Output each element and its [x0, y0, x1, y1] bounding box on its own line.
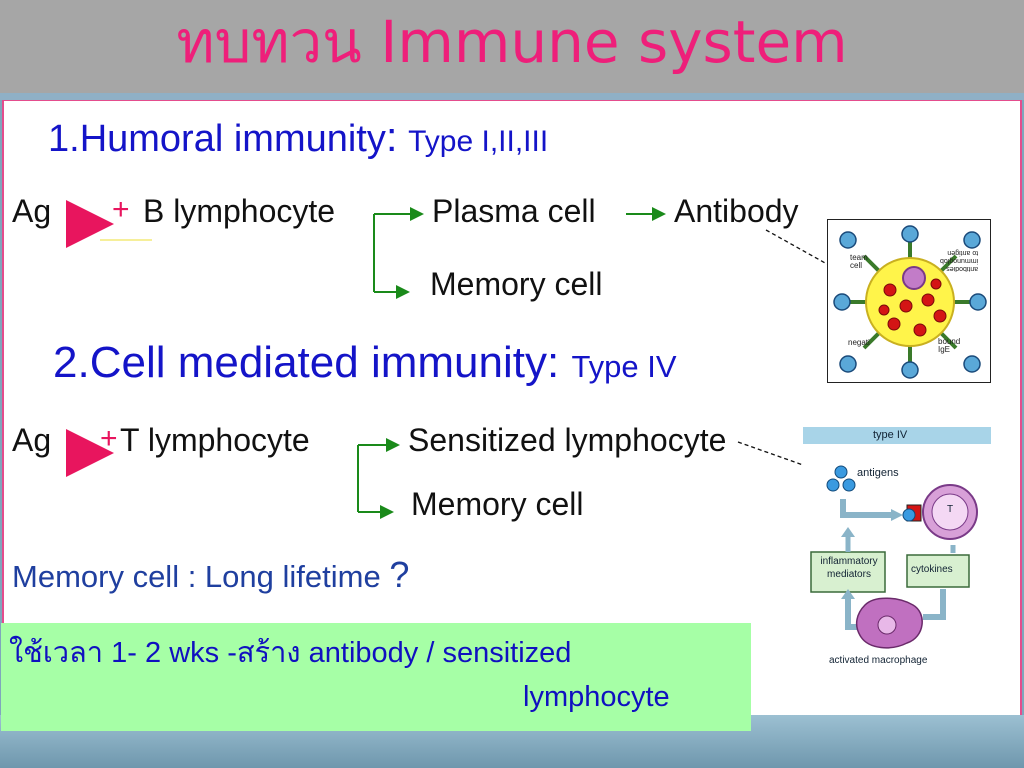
humoral-ag: Ag	[12, 193, 52, 229]
type-iv-title: type IV	[873, 429, 908, 441]
b-lymphocyte-label: B lymphocyte	[143, 193, 336, 229]
humoral-memory-cell: Memory cell	[430, 266, 603, 302]
cm-memory-cell: Memory cell	[411, 486, 584, 522]
slide-title: ทบทวน Immune system	[176, 8, 848, 76]
t-lymphocyte-label: T lymphocyte	[120, 422, 310, 458]
cm-ag: Ag	[12, 422, 52, 458]
type-iv-diagram	[810, 465, 978, 649]
note-line-1: ใช้เวลา 1- 2 wks -สร้าง antibody / sensi…	[9, 635, 572, 669]
fig1-label-bl: negati	[848, 338, 870, 347]
sensitized-lymphocyte-label: Sensitized lymphocyte	[408, 422, 727, 458]
cell-mediated-heading: 2.Cell mediated immunity: Type IV	[53, 338, 677, 387]
note-box: ใช้เวลา 1- 2 wks -สร้าง antibody / sensi…	[1, 623, 751, 731]
antibody-cell-diagram	[833, 225, 987, 379]
antibody-label: Antibody	[674, 193, 799, 229]
note-line-2: lymphocyte	[523, 681, 670, 713]
plasma-cell-label: Plasma cell	[432, 193, 596, 229]
cytokines-label: cytokines	[911, 564, 953, 575]
t-cell-label: T	[947, 504, 954, 515]
macrophage-label: activated macrophage	[829, 655, 928, 666]
title-bar: ทบทวน Immune system	[0, 0, 1024, 93]
humoral-heading: 1.Humoral immunity: Type I,II,III	[48, 113, 549, 160]
lifetime-text: Memory cell : Long lifetime ?	[12, 554, 410, 595]
type-iv-header: type IV	[803, 427, 991, 444]
humoral-plus: +	[112, 193, 130, 226]
title-underline	[0, 93, 1024, 100]
antigens-label: antigens	[857, 467, 899, 479]
